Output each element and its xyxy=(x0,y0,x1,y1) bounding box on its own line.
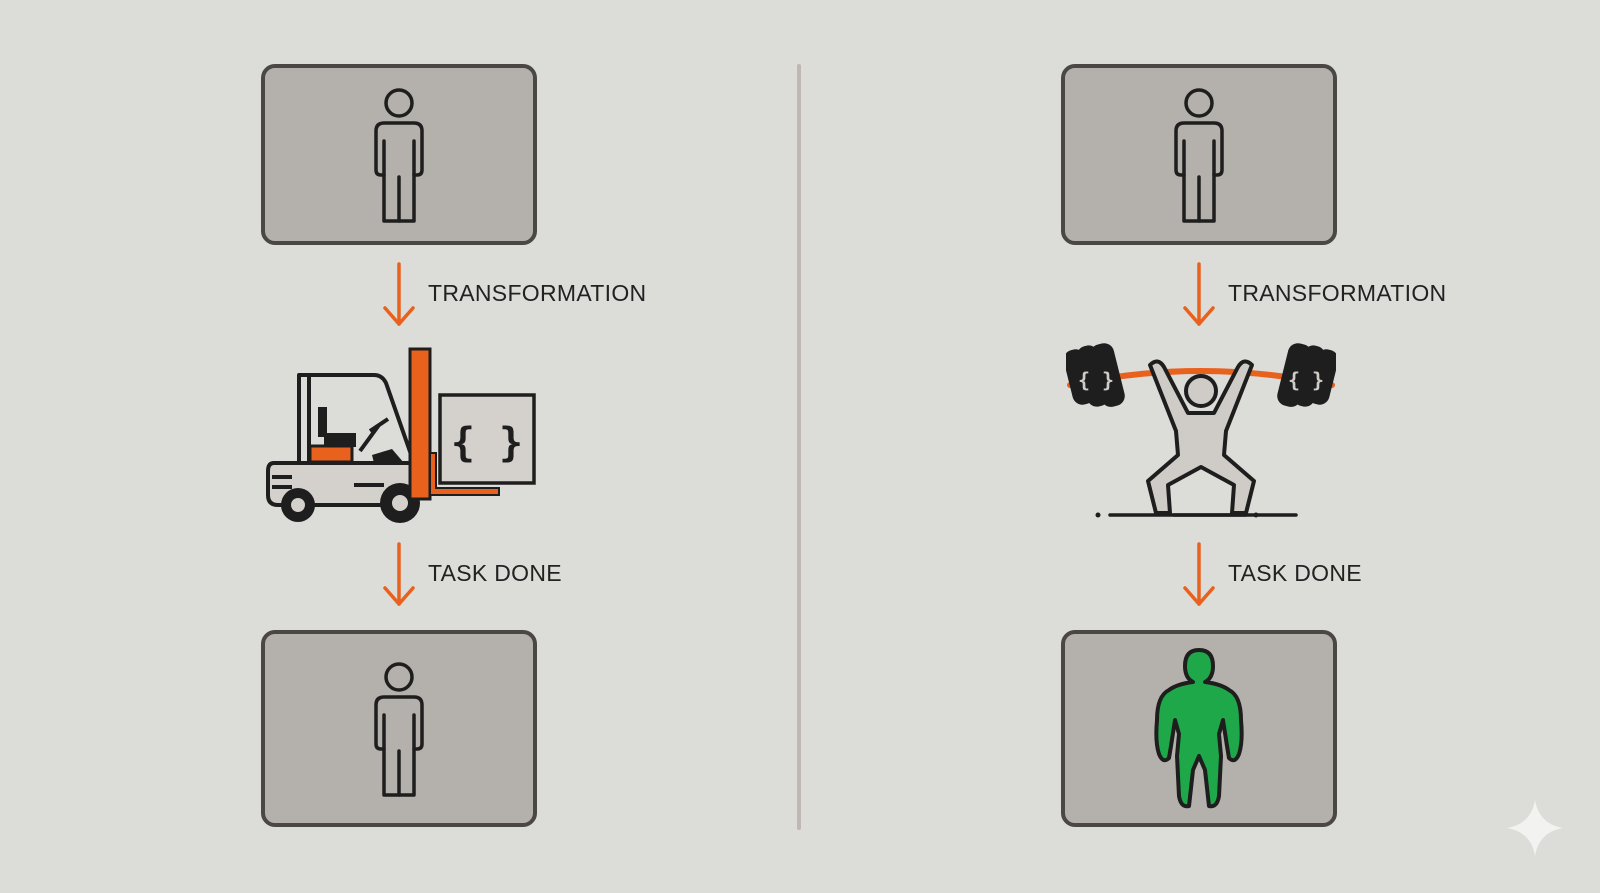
right-top-card xyxy=(1061,64,1337,245)
muscular-person-green-icon xyxy=(1154,648,1244,809)
arrow-down-icon xyxy=(383,542,415,606)
step-label: TRANSFORMATION xyxy=(428,280,647,306)
svg-text:{ }: { } xyxy=(451,420,523,466)
arrow-down-icon xyxy=(1183,262,1215,326)
panel-divider xyxy=(797,64,801,830)
right-step-task-done: TASK DONE xyxy=(1180,540,1362,610)
arrow-down-icon xyxy=(1183,542,1215,606)
right-bottom-card xyxy=(1061,630,1337,827)
person-outline-icon xyxy=(1174,87,1224,223)
left-step-transformation: TRANSFORMATION xyxy=(380,260,646,330)
svg-text:{ }: { } xyxy=(1078,368,1114,392)
person-outline-icon xyxy=(374,87,424,223)
person-outline-icon xyxy=(374,661,424,797)
left-top-card xyxy=(261,64,537,245)
weightlifter-code-barbell-icon: { } { } xyxy=(1063,335,1339,540)
svg-text:{ }: { } xyxy=(1288,368,1324,392)
right-step-transformation: TRANSFORMATION xyxy=(1180,260,1446,330)
left-bottom-card xyxy=(261,630,537,827)
arrow-down-icon xyxy=(383,262,415,326)
step-label: TASK DONE xyxy=(1228,560,1362,586)
left-step-task-done: TASK DONE xyxy=(380,540,562,610)
forklift-carrying-code-box-icon: { } xyxy=(264,345,544,535)
step-label: TASK DONE xyxy=(428,560,562,586)
step-label: TRANSFORMATION xyxy=(1228,280,1447,306)
sparkle-icon xyxy=(1507,800,1563,856)
